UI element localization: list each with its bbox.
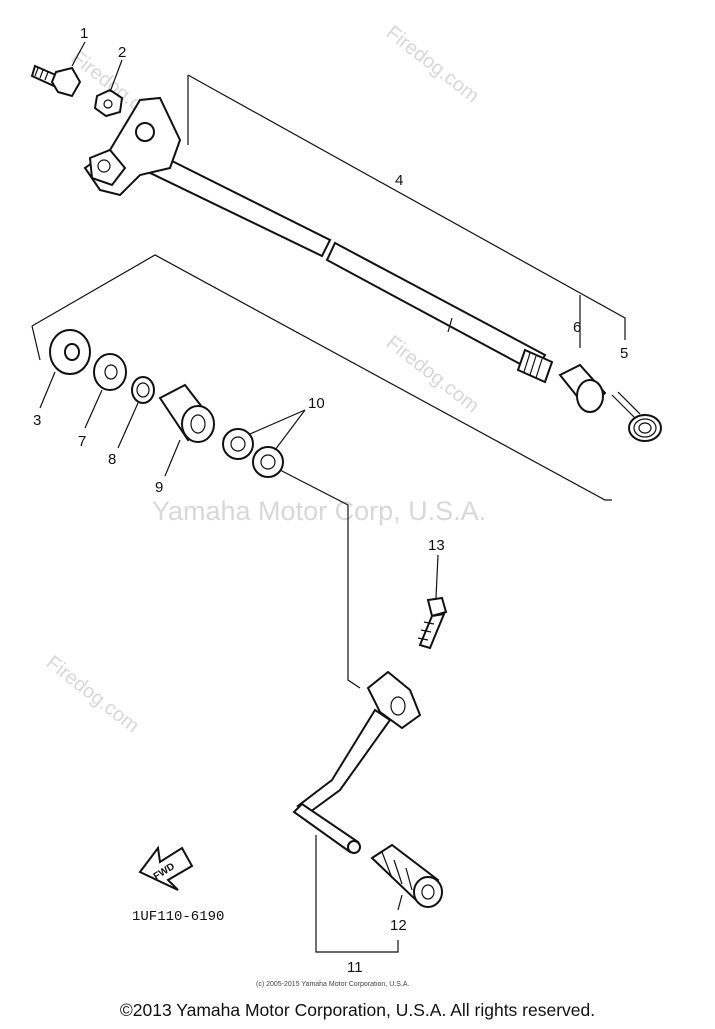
callout-4: 4 [395,172,403,189]
drawing-code: 1UF110-6190 [132,909,224,925]
part-8-circlip [131,376,155,404]
watermark-site: Firedog.com [382,332,483,418]
part-9-bushing [158,383,215,443]
part-3-washer [49,329,91,375]
watermark-site: Firedog.com [42,652,143,738]
callout-2: 2 [118,44,126,61]
part-1-bolt [30,64,82,98]
callout-3: 3 [33,412,41,429]
callout-6: 6 [573,319,581,336]
part-5-spring [611,391,662,442]
watermark-site: Firedog.com [382,22,483,108]
leader-lines [39,41,439,911]
watermark-company: Yamaha Motor Corp, U.S.A. [152,496,486,526]
callout-1: 1 [80,25,88,42]
shift-shaft-assembly [83,74,626,384]
forward-arrow: FWD [138,845,194,891]
inner-parts-group [31,254,662,689]
part-10-oil-seals [222,428,284,478]
callout-8: 8 [108,451,116,468]
callout-13: 13 [428,537,445,554]
callout-7: 7 [78,433,86,450]
shift-pedal-assembly [292,596,448,953]
callout-12: 12 [390,917,407,934]
footer-copyright: ©2013 Yamaha Motor Corporation, U.S.A. A… [119,1000,596,1020]
part-2-nut [93,88,124,118]
callout-11: 11 [347,959,363,976]
part-6-collar [558,363,607,413]
part-12-footpeg-rubber [370,843,443,908]
callout-numbers: 1 2 3 4 5 6 7 8 9 10 11 12 13 [33,25,628,976]
part-7-washer [93,353,127,391]
small-copyright: (c) 2005-2015 Yamaha Motor Corporation, … [256,981,409,988]
callout-9: 9 [155,479,163,496]
callout-10: 10 [308,395,325,412]
callout-5: 5 [620,345,628,362]
part-13-bolt [417,596,448,650]
